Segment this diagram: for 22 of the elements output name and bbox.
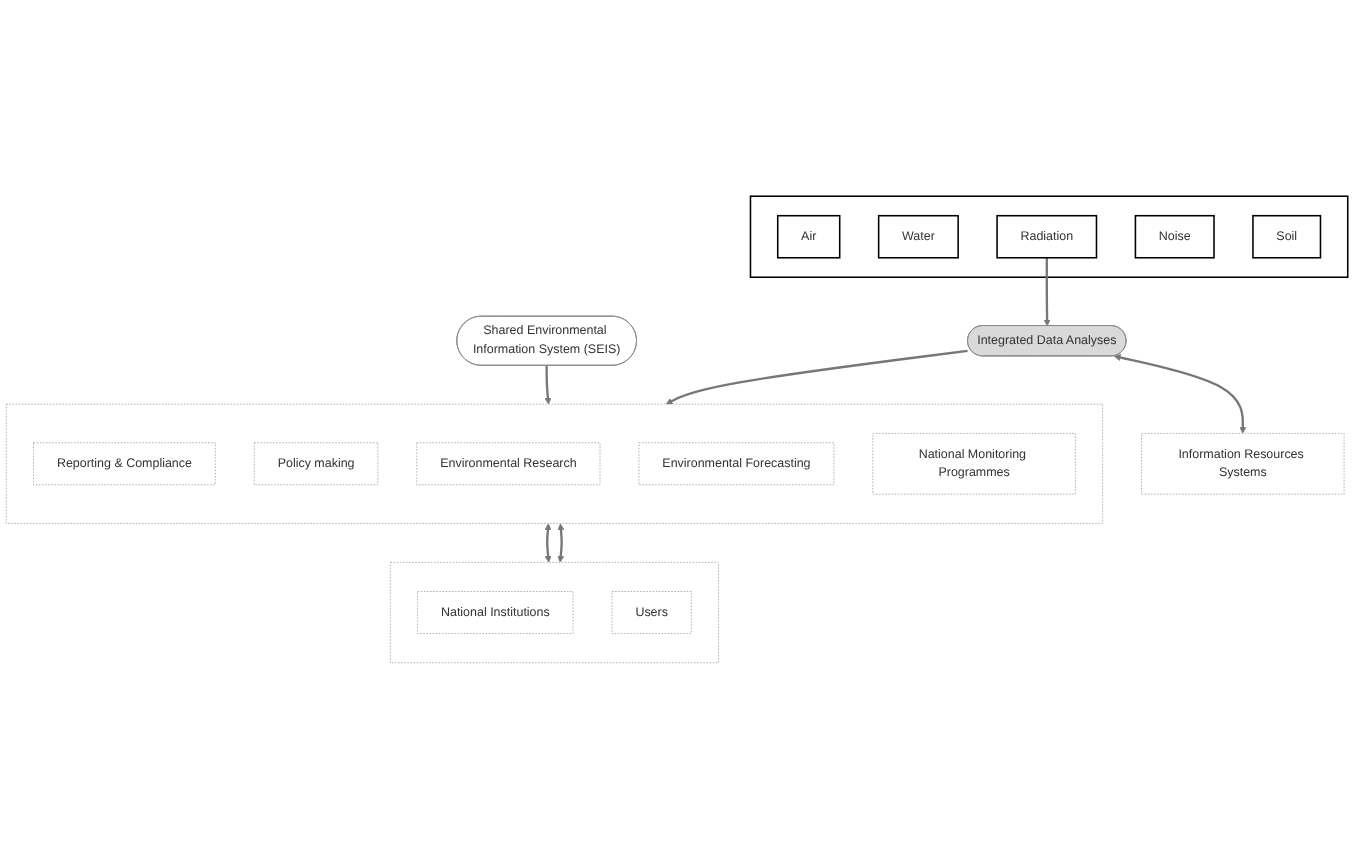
cluster <box>5 404 1103 525</box>
node-box <box>33 442 216 486</box>
node-box <box>638 442 835 486</box>
arrow <box>1113 354 1247 435</box>
arrow <box>544 365 552 405</box>
arrow <box>544 523 552 564</box>
node-box <box>996 215 1098 260</box>
node-box <box>1252 215 1322 260</box>
node-box <box>416 442 601 486</box>
arrow <box>557 523 565 564</box>
cluster <box>389 562 719 664</box>
arrow <box>1043 258 1051 327</box>
node-box <box>611 591 692 635</box>
cluster <box>749 195 1349 279</box>
arrow <box>665 350 968 405</box>
node-box <box>1141 433 1345 496</box>
node-box <box>776 215 841 260</box>
node-box <box>417 591 574 635</box>
node-box <box>872 433 1076 496</box>
node-box <box>877 215 959 260</box>
node-box <box>253 442 379 486</box>
node-box <box>1134 215 1215 260</box>
